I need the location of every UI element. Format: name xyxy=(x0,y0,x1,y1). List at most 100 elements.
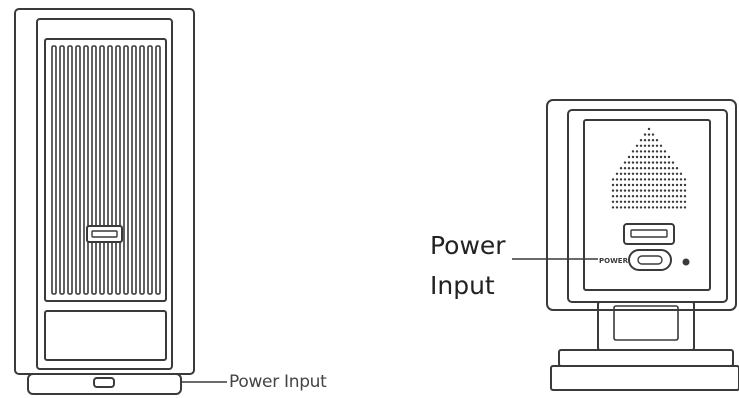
speaker-dot xyxy=(636,189,638,191)
speaker-dot xyxy=(660,195,662,197)
speaker-dot xyxy=(656,150,658,152)
right-power-port[interactable] xyxy=(629,250,671,270)
speaker-dot xyxy=(660,184,662,186)
speaker-dot xyxy=(636,201,638,203)
speaker-dot xyxy=(680,189,682,191)
speaker-dot xyxy=(652,161,654,163)
speaker-dot xyxy=(648,167,650,169)
speaker-dot xyxy=(636,156,638,158)
speaker-dot xyxy=(676,184,678,186)
speaker-dot xyxy=(660,178,662,180)
speaker-dot xyxy=(676,189,678,191)
speaker-dot xyxy=(620,206,622,208)
speaker-dot xyxy=(652,167,654,169)
speaker-dot xyxy=(644,178,646,180)
speaker-dot xyxy=(640,206,642,208)
speaker-dot xyxy=(648,195,650,197)
speaker-dot xyxy=(640,145,642,147)
speaker-dot xyxy=(644,139,646,141)
right-device-inner-frame xyxy=(568,110,727,302)
right-stand-foot xyxy=(551,366,739,390)
speaker-dot xyxy=(656,206,658,208)
speaker-dot xyxy=(624,167,626,169)
speaker-dot xyxy=(636,145,638,147)
speaker-dot xyxy=(668,178,670,180)
speaker-dot xyxy=(648,189,650,191)
speaker-dot xyxy=(648,184,650,186)
speaker-dot xyxy=(640,173,642,175)
speaker-dot xyxy=(672,189,674,191)
speaker-dot xyxy=(644,145,646,147)
speaker-dot xyxy=(664,178,666,180)
speaker-dot xyxy=(668,167,670,169)
speaker-dot xyxy=(632,178,634,180)
vent-slot xyxy=(84,46,88,294)
speaker-dot xyxy=(656,161,658,163)
speaker-dot xyxy=(648,206,650,208)
speaker-dot xyxy=(644,189,646,191)
speaker-dot xyxy=(636,195,638,197)
speaker-dot xyxy=(648,150,650,152)
speaker-dot xyxy=(656,195,658,197)
speaker-dot xyxy=(656,145,658,147)
speaker-dot xyxy=(672,201,674,203)
speaker-dot xyxy=(628,173,630,175)
speaker-dot xyxy=(636,167,638,169)
speaker-dot xyxy=(656,167,658,169)
speaker-dot xyxy=(636,178,638,180)
speaker-dot xyxy=(628,206,630,208)
speaker-dot xyxy=(644,184,646,186)
vent-slot xyxy=(116,46,120,294)
speaker-dot xyxy=(648,145,650,147)
speaker-dot xyxy=(680,195,682,197)
speaker-dot xyxy=(632,195,634,197)
speaker-dot xyxy=(640,150,642,152)
speaker-dot xyxy=(652,201,654,203)
speaker-dot xyxy=(648,161,650,163)
speaker-dot xyxy=(632,189,634,191)
speaker-dot xyxy=(624,206,626,208)
speaker-dot xyxy=(628,184,630,186)
speaker-dot xyxy=(628,178,630,180)
speaker-dot xyxy=(644,156,646,158)
speaker-dot xyxy=(668,161,670,163)
speaker-dot xyxy=(636,206,638,208)
speaker-dot xyxy=(656,201,658,203)
speaker-dot xyxy=(620,189,622,191)
speaker-dot xyxy=(684,206,686,208)
speaker-dot xyxy=(660,206,662,208)
vent-slot xyxy=(148,46,152,294)
vent-slot xyxy=(92,46,96,294)
speaker-dot xyxy=(612,184,614,186)
speaker-dot xyxy=(664,189,666,191)
speaker-dot xyxy=(680,206,682,208)
speaker-dot xyxy=(672,206,674,208)
speaker-dot xyxy=(636,150,638,152)
speaker-dot xyxy=(660,150,662,152)
speaker-dot xyxy=(652,150,654,152)
speaker-dot xyxy=(672,195,674,197)
speaker-dot xyxy=(676,206,678,208)
speaker-dot xyxy=(644,173,646,175)
speaker-dot xyxy=(656,173,658,175)
speaker-dot xyxy=(612,189,614,191)
speaker-dot xyxy=(672,161,674,163)
speaker-dot xyxy=(656,189,658,191)
speaker-dot xyxy=(684,195,686,197)
speaker-dot xyxy=(620,167,622,169)
speaker-dot xyxy=(644,150,646,152)
speaker-dot xyxy=(624,201,626,203)
speaker-dot xyxy=(652,195,654,197)
speaker-dot xyxy=(652,184,654,186)
speaker-dot xyxy=(660,201,662,203)
speaker-dot xyxy=(632,184,634,186)
speaker-dot xyxy=(664,206,666,208)
speaker-dot xyxy=(668,184,670,186)
vent-slot xyxy=(52,46,56,294)
speaker-dot xyxy=(664,167,666,169)
left-power-port[interactable] xyxy=(94,378,114,387)
speaker-dot xyxy=(660,167,662,169)
vent-slot xyxy=(108,46,112,294)
speaker-dot xyxy=(616,178,618,180)
